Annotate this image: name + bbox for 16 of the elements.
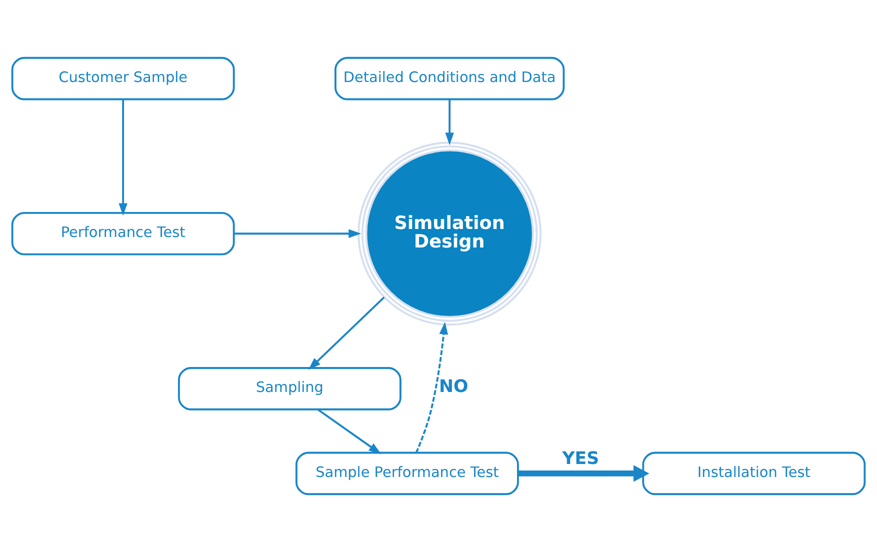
edge-label: NO	[438, 376, 468, 396]
node-box: Sample Performance Test	[295, 451, 519, 495]
edge-label: YES	[562, 448, 600, 469]
node-box: Sampling	[178, 366, 402, 410]
node-box: Installation Test	[642, 451, 866, 495]
arrow	[415, 321, 448, 453]
node-box: Performance Test	[11, 211, 235, 255]
arrow	[518, 464, 650, 482]
arrow	[308, 296, 385, 370]
node-box: Customer Sample	[11, 56, 235, 100]
arrow	[118, 99, 128, 216]
arrow	[445, 99, 454, 145]
arrow	[317, 408, 382, 454]
node-circle: Simulation Design	[358, 141, 542, 326]
node-box: Detailed Conditions and Data	[334, 56, 565, 100]
arrow	[234, 228, 362, 238]
